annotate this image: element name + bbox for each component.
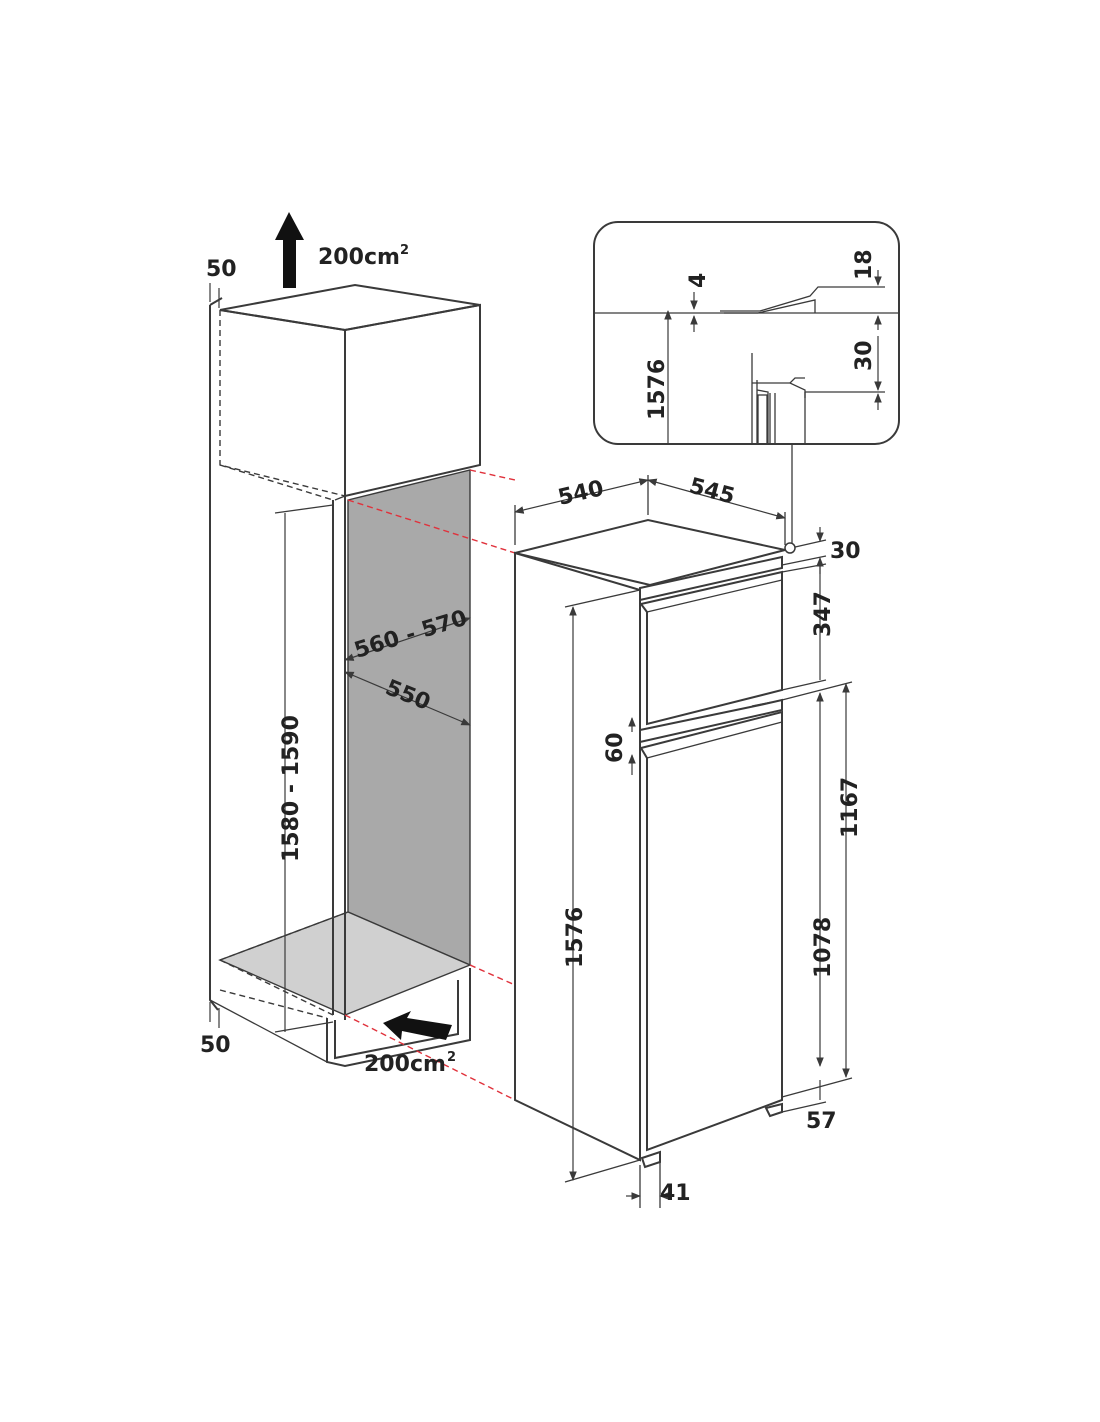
upper-cabinet-box — [219, 283, 481, 498]
niche-height-label: 1580 - 1590 — [279, 715, 304, 862]
vent-bottom-value: 200 — [364, 1052, 410, 1077]
vent-bottom-sup: 2 — [447, 1050, 456, 1065]
svg-text:200cm: 200cm — [364, 1052, 446, 1077]
detail-frame — [593, 221, 900, 445]
cabinet-side-panel — [209, 305, 219, 1011]
top-gap-label: 50 — [206, 257, 237, 282]
ventilation-bottom: 200cm 2 — [364, 1011, 456, 1077]
vent-top-sup: 2 — [400, 243, 409, 258]
appliance-top — [514, 518, 786, 587]
width-label: 540 — [556, 476, 606, 511]
door-gap-label: 60 — [603, 732, 628, 763]
vent-top-unit: cm — [364, 245, 400, 270]
appliance-side — [514, 551, 641, 1162]
alignment-line — [469, 964, 516, 986]
svg-text:200cm: 200cm — [318, 245, 400, 270]
foot — [640, 1150, 661, 1169]
freezer-door-label: 347 — [811, 591, 836, 637]
top-hinge — [639, 555, 783, 602]
detail-gap-label: 4 — [686, 273, 711, 288]
fridge-outer-height-label: 1167 — [838, 777, 863, 838]
fridge-door-label: 1078 — [811, 917, 836, 978]
vent-arrow-in-icon — [383, 1011, 452, 1040]
ventilation-top: 200cm 2 — [275, 212, 409, 288]
depth-label: 545 — [686, 474, 737, 510]
vent-top-value: 200 — [318, 245, 364, 270]
vent-bottom-unit: cm — [410, 1052, 446, 1077]
appliance-dimensions: 540 545 1576 60 30 347 1167 1078 — [514, 474, 863, 1208]
alignment-line — [469, 469, 516, 481]
detail-side-offset-label: 30 — [852, 340, 877, 371]
height-label: 1576 — [563, 907, 588, 968]
middle-hinge — [639, 698, 783, 744]
fridge-door — [639, 710, 783, 1152]
alignment-line — [344, 1014, 516, 1101]
plinth — [209, 968, 471, 1068]
freezer-door — [639, 570, 783, 726]
cabinet — [209, 283, 516, 1101]
appliance — [514, 518, 786, 1169]
top-clearance-label: 30 — [830, 539, 861, 564]
detail-top-offset-label: 18 — [852, 249, 877, 280]
detail-height-label: 1576 — [645, 359, 670, 420]
detail-appliance-profile — [751, 353, 806, 445]
vent-arrow-up-icon — [275, 212, 304, 288]
bottom-offset-label: 57 — [806, 1109, 837, 1134]
bottom-gap-label: 50 — [200, 1033, 231, 1058]
door-offset-label: 41 — [660, 1181, 691, 1206]
detail-callout: 1576 4 18 30 — [593, 221, 900, 554]
